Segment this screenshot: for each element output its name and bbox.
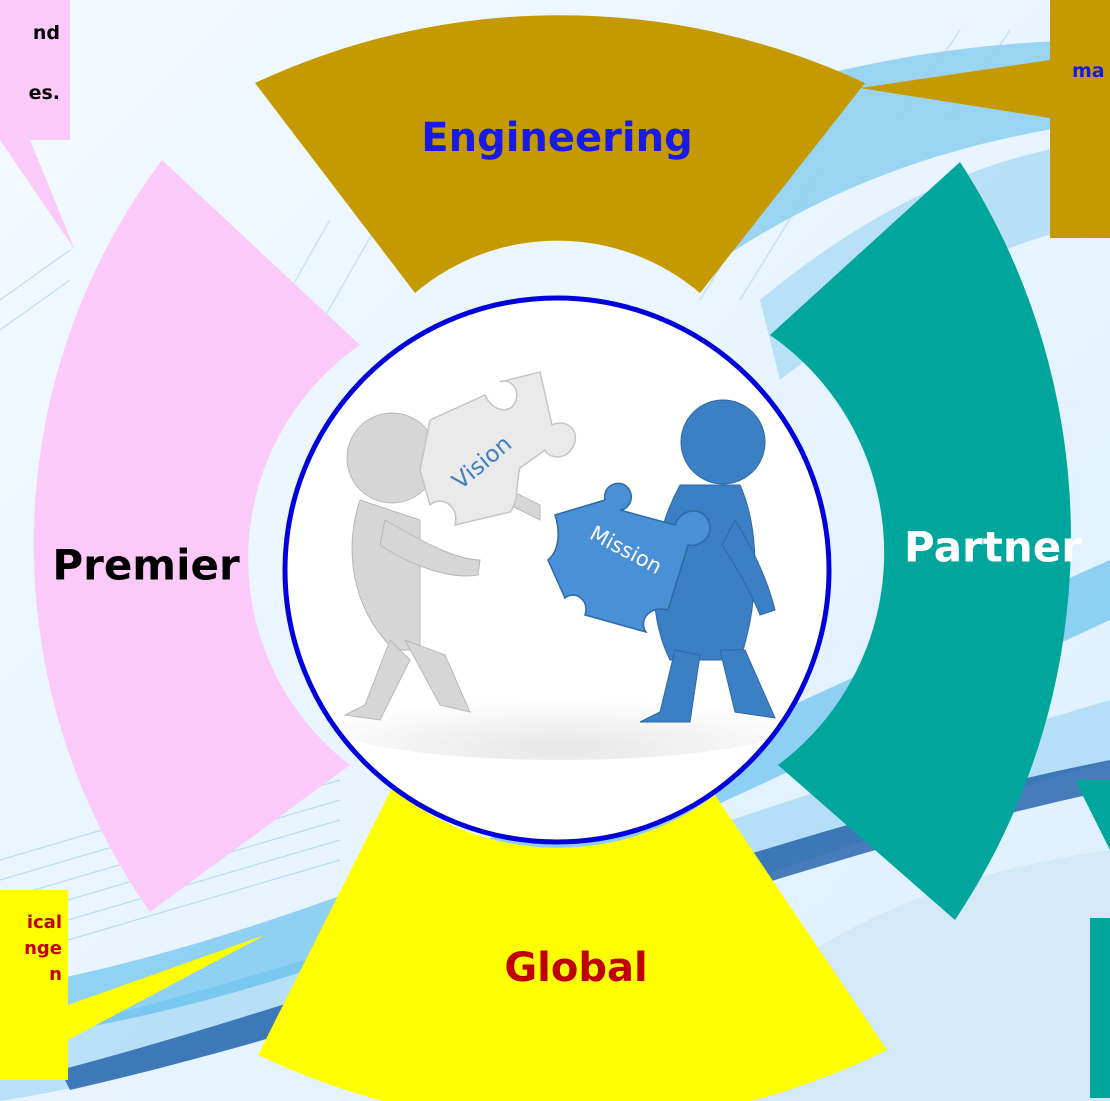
callout-line: n (49, 964, 62, 985)
segment-partner (770, 162, 1071, 920)
callout-top-right (860, 0, 1110, 238)
callout-line: es. (28, 82, 60, 104)
callout-top-left (0, 0, 75, 250)
segment-label-global: Global (504, 945, 648, 991)
segment-label-partner: Partner (904, 522, 1082, 572)
segment-premier (33, 160, 361, 912)
vision-puzzle-piece (419, 371, 577, 527)
segment-label-premier: Premier (52, 540, 240, 590)
segment-label-engineering: Engineering (421, 115, 693, 161)
callout-line: nge (24, 938, 62, 959)
callout-line (0, 48, 60, 78)
callout-text-bottom-left: ical nge n (0, 910, 62, 988)
mission-puzzle-piece (547, 482, 711, 634)
callout-text-top-right: ma (1072, 56, 1105, 86)
callout-text-top-left: nd es. (0, 18, 60, 108)
white-figure (343, 412, 541, 721)
callout-bottom-left (0, 890, 265, 1080)
callout-bottom-right (1075, 780, 1110, 1098)
segment-global (258, 788, 887, 1101)
center-illustration (285, 298, 829, 842)
segment-engineering (255, 15, 865, 294)
callout-line: ical (26, 912, 62, 933)
callout-line: ma (1072, 60, 1105, 82)
callout-line: nd (32, 22, 60, 44)
center-ring (282, 295, 832, 845)
